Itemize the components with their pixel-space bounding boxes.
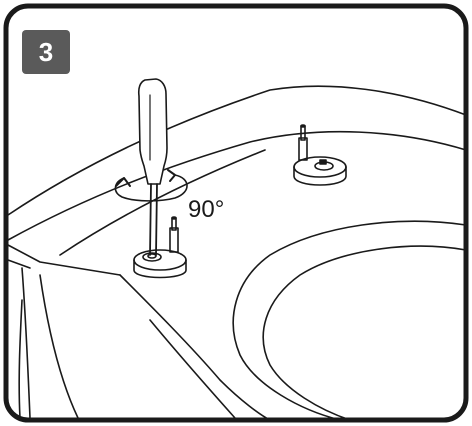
screwdriver-icon bbox=[137, 78, 168, 256]
toilet-rim bbox=[7, 85, 467, 421]
bowl-opening bbox=[232, 220, 467, 421]
step-number-badge: 3 bbox=[22, 30, 70, 74]
panel-border bbox=[3, 3, 469, 423]
rotation-angle-label: 90° bbox=[188, 196, 225, 223]
right-mounting-post bbox=[293, 124, 347, 186]
rotation-arrow-icon bbox=[114, 169, 188, 202]
left-mounting-post bbox=[133, 216, 187, 279]
